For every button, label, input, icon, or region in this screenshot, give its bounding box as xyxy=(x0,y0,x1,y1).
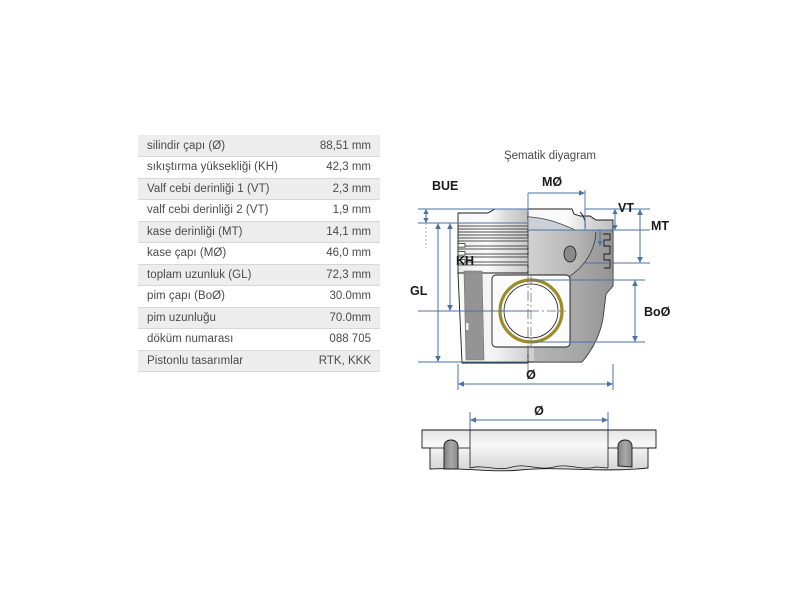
spec-value: 88,51 mm xyxy=(302,135,380,157)
spec-value: RTK, KKK xyxy=(302,350,380,372)
arrow-bod-down xyxy=(632,336,638,342)
table-row: pim uzunluğu 70.0mm xyxy=(138,307,380,329)
piston-bottom-view: Ø xyxy=(421,404,657,472)
diagram-title: Şematik diyagram xyxy=(503,150,597,162)
dim-label-bue: BUE xyxy=(432,179,458,193)
spec-value: 70.0mm xyxy=(302,307,380,329)
table-row: silindir çapı (Ø) 88,51 mm xyxy=(138,135,380,157)
arrow-dia2-left xyxy=(470,417,476,423)
table-row: sıkıştırma yüksekliği (KH) 42,3 mm xyxy=(138,156,380,179)
dim-label-mo: MØ xyxy=(542,175,562,189)
dim-label-mt: MT xyxy=(651,219,669,233)
bottom-view-notch-left xyxy=(443,439,459,470)
spec-label: kase çapı (MØ) xyxy=(138,242,303,265)
spec-label: pim uzunluğu xyxy=(138,307,303,329)
arrow-bod-up xyxy=(632,280,638,286)
arrow-bue-up xyxy=(423,209,429,214)
spec-value: 42,3 mm xyxy=(302,156,380,179)
spec-label: kase derinliği (MT) xyxy=(138,221,303,243)
spec-value: 14,1 mm xyxy=(302,221,380,243)
arrow-mo-right xyxy=(579,190,585,196)
dim-label-diameter-bottom: Ø xyxy=(534,404,544,418)
arrow-mt-inner-down xyxy=(597,241,603,246)
arrow-mt-up xyxy=(637,209,643,215)
table-row: kase derinliği (MT) 14,1 mm xyxy=(138,221,380,243)
spec-label: valf cebi derinliği 2 (VT) xyxy=(138,199,303,222)
spec-table-body: silindir çapı (Ø) 88,51 mm sıkıştırma yü… xyxy=(138,135,380,372)
spec-label: döküm numarası xyxy=(138,328,303,351)
piston-groove-recesses xyxy=(457,243,466,264)
arrow-vt-up xyxy=(612,209,618,214)
bottom-view-edges xyxy=(430,430,648,468)
dimension-annotations xyxy=(418,190,650,363)
dim-label-gl: GL xyxy=(410,284,428,298)
schematic-diagram-panel: Şematik diyagram xyxy=(400,140,700,480)
oil-drain-hole xyxy=(563,245,577,263)
arrow-vt-down xyxy=(612,225,618,230)
piston-skirt-shading xyxy=(463,270,485,361)
table-row: Valf cebi derinliği 1 (VT) 2,3 mm xyxy=(138,178,380,200)
diameter-dimension-main xyxy=(457,364,614,390)
arrow-dia2-right xyxy=(602,417,608,423)
arrow-dia-left xyxy=(458,381,464,387)
table-row: pim çapı (BoØ) 30.0mm xyxy=(138,285,380,308)
table-row: toplam uzunluk (GL) 72,3 mm xyxy=(138,264,380,286)
arrow-bue-down xyxy=(423,218,429,223)
piston-main-view xyxy=(457,201,614,378)
specification-table: silindir çapı (Ø) 88,51 mm sıkıştırma yü… xyxy=(138,135,380,372)
arrow-kh-up xyxy=(447,223,453,229)
piston-crown-left xyxy=(457,208,529,224)
dim-label-bod: BoØ xyxy=(644,305,671,319)
spec-label: Valf cebi derinliği 1 (VT) xyxy=(138,178,303,200)
dim-label-diameter: Ø xyxy=(526,368,536,382)
bottom-view-notch-right xyxy=(617,439,633,468)
dim-label-kh: KH xyxy=(456,254,474,268)
spec-value: 2,3 mm xyxy=(302,178,380,200)
circlip-groove-detail xyxy=(603,233,611,269)
arrow-kh-down xyxy=(447,305,453,311)
table-row: kase çapı (MØ) 46,0 mm xyxy=(138,242,380,265)
spec-label: silindir çapı (Ø) xyxy=(138,135,303,157)
piston-ring-grooves xyxy=(458,225,528,266)
spec-label: Pistonlu tasarımlar xyxy=(138,350,303,372)
table-row: Pistonlu tasarımlar RTK, KKK xyxy=(138,350,380,372)
table-row: valf cebi derinliği 2 (VT) 1,9 mm xyxy=(138,199,380,222)
spec-label: pim çapı (BoØ) xyxy=(138,285,303,308)
arrow-dia-right xyxy=(607,381,613,387)
spec-label: sıkıştırma yüksekliği (KH) xyxy=(138,156,303,179)
skirt-detail-mark xyxy=(466,323,469,330)
dim-label-vt: VT xyxy=(618,201,634,215)
bottom-view-break-line xyxy=(469,465,609,470)
piston-schematic-svg: BUE MØ VT MT KH GL BoØ Ø Ø xyxy=(410,175,671,472)
arrow-mt-down xyxy=(637,257,643,263)
spec-value: 72,3 mm xyxy=(302,264,380,286)
bottom-view-body xyxy=(421,429,657,472)
spec-value: 1,9 mm xyxy=(302,199,380,222)
spec-value: 30.0mm xyxy=(302,285,380,308)
table-row: döküm numarası 088 705 xyxy=(138,328,380,351)
spec-label: toplam uzunluk (GL) xyxy=(138,264,303,286)
spec-value: 088 705 xyxy=(302,328,380,351)
spec-value: 46,0 mm xyxy=(302,242,380,265)
arrow-gl-up xyxy=(435,223,441,229)
arrow-gl-down xyxy=(435,356,441,362)
